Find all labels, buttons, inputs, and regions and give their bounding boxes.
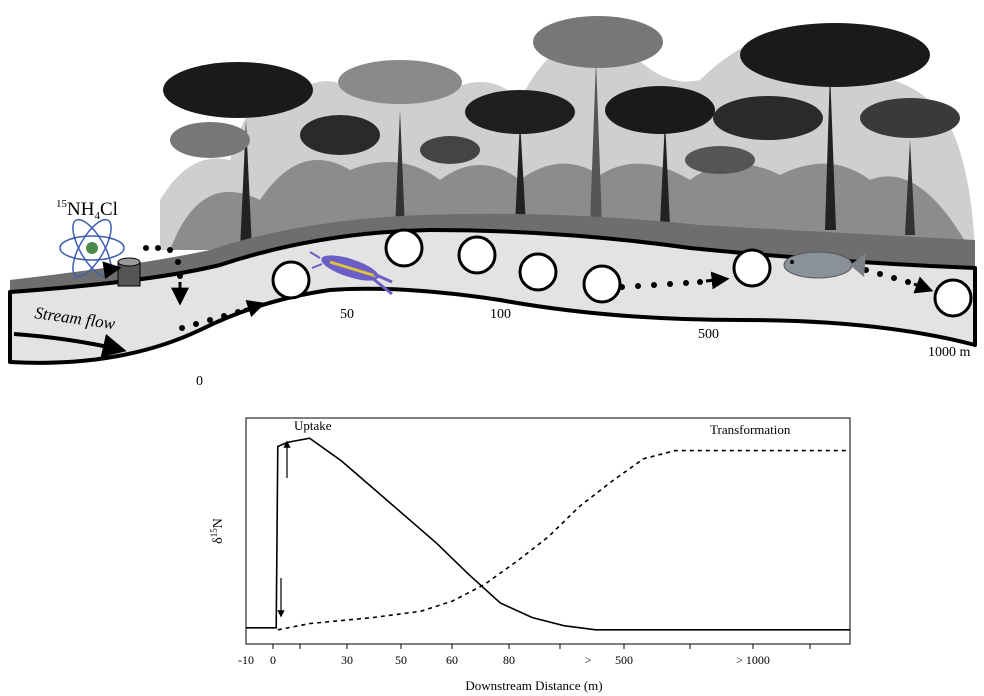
uptake-annotation: Uptake bbox=[294, 418, 332, 433]
sampling-station bbox=[518, 252, 558, 292]
tracer-label-subscript: 4 bbox=[94, 210, 100, 222]
x-tick-label: 80 bbox=[503, 653, 515, 667]
x-tick-label: 500 bbox=[615, 653, 633, 667]
sampling-station bbox=[582, 264, 622, 304]
x-tick-label: -10 bbox=[238, 653, 254, 667]
flow-dots-1 bbox=[179, 300, 266, 331]
x-tick-label: 60 bbox=[446, 653, 458, 667]
fish-icon bbox=[783, 251, 866, 279]
x-ticks bbox=[272, 644, 811, 649]
sampling-station bbox=[271, 260, 311, 300]
insect-larva-icon bbox=[309, 251, 393, 296]
x-tick-labels: -10 0 30 50 60 80 > 500 > 1000 bbox=[238, 653, 770, 667]
chart-ylabel: δ15N bbox=[209, 518, 226, 544]
chart-xlabel: Downstream Distance (m) bbox=[465, 678, 602, 693]
distance-marker: 500 bbox=[698, 327, 719, 342]
sampling-station bbox=[384, 228, 424, 268]
x-tick-label: > 1000 bbox=[736, 653, 770, 667]
transformation-series-line bbox=[277, 449, 850, 631]
distance-marker: 100 bbox=[490, 307, 511, 322]
x-tick-label: 50 bbox=[395, 653, 407, 667]
sampling-station bbox=[933, 278, 973, 318]
ylabel-superscript: 15 bbox=[209, 528, 219, 538]
flow-dots-2 bbox=[619, 271, 730, 290]
distance-marker: 50 bbox=[340, 307, 354, 322]
tracer-injection-apparatus bbox=[59, 218, 141, 287]
isotope-chart: δ15N Downstream Distance (m) -10 0 30 50… bbox=[209, 417, 851, 693]
chart-frame bbox=[245, 417, 851, 645]
tracer-label: 15NH4Cl bbox=[56, 198, 118, 222]
transformation-annotation: Transformation bbox=[710, 422, 791, 437]
x-tick-label: > bbox=[585, 653, 592, 667]
tracer-drip-path bbox=[143, 245, 189, 306]
stream-illustration: 15NH4Cl Stream flow bbox=[8, 16, 977, 389]
ylabel-delta: δ bbox=[211, 537, 226, 544]
distance-markers: 0 50 100 500 1000 m bbox=[196, 307, 971, 389]
tracer-label-body: NH bbox=[67, 199, 95, 220]
x-tick-label: 0 bbox=[270, 653, 276, 667]
ylabel-element: N bbox=[211, 518, 226, 528]
tracer-label-superscript: 15 bbox=[56, 198, 68, 210]
sampling-stations bbox=[271, 228, 973, 318]
sampling-station bbox=[457, 235, 497, 275]
forest-canopy bbox=[160, 16, 975, 250]
sampling-station bbox=[732, 248, 772, 288]
uptake-series-line bbox=[246, 437, 850, 631]
stream-bank bbox=[10, 213, 975, 300]
x-tick-label: 30 bbox=[341, 653, 353, 667]
distance-marker: 1000 m bbox=[928, 345, 971, 360]
stream-flow-arrow bbox=[13, 332, 127, 358]
tracer-label-tail: Cl bbox=[100, 199, 118, 220]
distance-marker: 0 bbox=[196, 374, 203, 389]
